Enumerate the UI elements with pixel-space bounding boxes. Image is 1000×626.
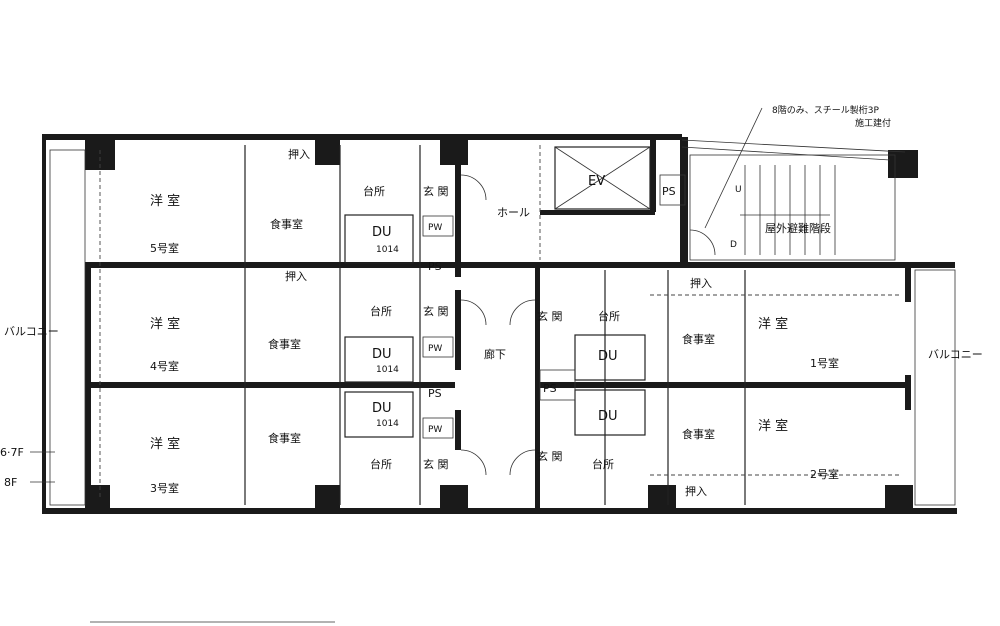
stairs-label: 屋外避難階段 <box>765 221 831 235</box>
unit-3: 洋 室 3号室 食事室 台所 玄 関 DU 1014 PW <box>150 401 449 495</box>
interior-lines <box>30 107 956 623</box>
du-code: 1014 <box>376 419 399 429</box>
note-line-2: 施工建付 <box>855 117 891 129</box>
unit-2: DU 玄 関 台所 食事室 洋 室 2号室 押入 <box>537 409 839 498</box>
room-dining: 食事室 <box>270 217 303 231</box>
note-line-1: 8階のみ、スチール製桁3P <box>772 104 879 116</box>
room-western: 洋 室 <box>758 316 788 332</box>
room-number: 3号室 <box>150 481 179 495</box>
balcony-left-label: バルコニー <box>4 325 59 338</box>
room-entrance: 玄 関 <box>537 449 563 463</box>
stair-up-label: U <box>735 185 742 195</box>
unit-4: 洋 室 4号室 食事室 押入 台所 玄 関 DU 1014 PW <box>150 269 449 375</box>
du-label: DU <box>372 347 392 362</box>
room-kitchen: 台所 <box>598 309 620 323</box>
common-areas: ホール EV PS PS PS PS 廊下 屋外避難階段 U D バルコニー バ… <box>4 174 983 400</box>
room-closet: 押入 <box>690 276 712 290</box>
unit-1: 玄 関 台所 DU 食事室 押入 洋 室 1号室 <box>537 276 839 370</box>
room-western: 洋 室 <box>150 193 180 209</box>
room-entrance: 玄 関 <box>423 304 449 318</box>
room-dining: 食事室 <box>682 427 715 441</box>
ps-label: PS <box>662 185 676 198</box>
room-dining: 食事室 <box>268 431 301 445</box>
room-western: 洋 室 <box>150 316 180 332</box>
du-label: DU <box>598 409 618 424</box>
room-western: 洋 室 <box>758 418 788 434</box>
pw-label: PW <box>428 425 442 435</box>
room-entrance: 玄 関 <box>423 184 449 198</box>
room-closet: 押入 <box>685 484 707 498</box>
pw-label: PW <box>428 223 442 233</box>
elevator-label: EV <box>588 174 605 189</box>
balcony-right-label: バルコニー <box>928 348 983 361</box>
room-kitchen: 台所 <box>370 457 392 471</box>
room-number: 2号室 <box>810 467 839 481</box>
ps-label: PS <box>428 260 442 273</box>
du-label: DU <box>598 349 618 364</box>
stair-down-label: D <box>730 240 737 250</box>
walls <box>42 134 957 514</box>
room-number: 4号室 <box>150 359 179 373</box>
du-code: 1014 <box>376 245 399 255</box>
floor-label-67: 6·7F <box>0 446 24 459</box>
room-number: 5号室 <box>150 241 179 255</box>
room-closet: 押入 <box>285 269 307 283</box>
room-dining: 食事室 <box>682 332 715 346</box>
room-closet: 押入 <box>288 147 310 161</box>
room-entrance: 玄 関 <box>423 457 449 471</box>
du-code: 1014 <box>376 365 399 375</box>
room-kitchen: 台所 <box>592 457 614 471</box>
annotations: 8階のみ、スチール製桁3P 施工建付 6·7F 8F <box>0 104 891 489</box>
du-label: DU <box>372 225 392 240</box>
ps-label: PS <box>428 387 442 400</box>
corridor-label: 廊下 <box>484 347 506 361</box>
room-dining: 食事室 <box>268 337 301 351</box>
ps-label: PS <box>543 382 557 395</box>
floor-label-8: 8F <box>4 476 17 489</box>
room-kitchen: 台所 <box>363 184 385 198</box>
unit-5: 洋 室 5号室 食事室 押入 台所 玄 関 DU 1014 PW <box>150 147 449 255</box>
du-label: DU <box>372 401 392 416</box>
hall-label: ホール <box>497 206 530 219</box>
room-number: 1号室 <box>810 356 839 370</box>
room-western: 洋 室 <box>150 436 180 452</box>
room-entrance: 玄 関 <box>537 309 563 323</box>
pw-label: PW <box>428 344 442 354</box>
room-kitchen: 台所 <box>370 304 392 318</box>
